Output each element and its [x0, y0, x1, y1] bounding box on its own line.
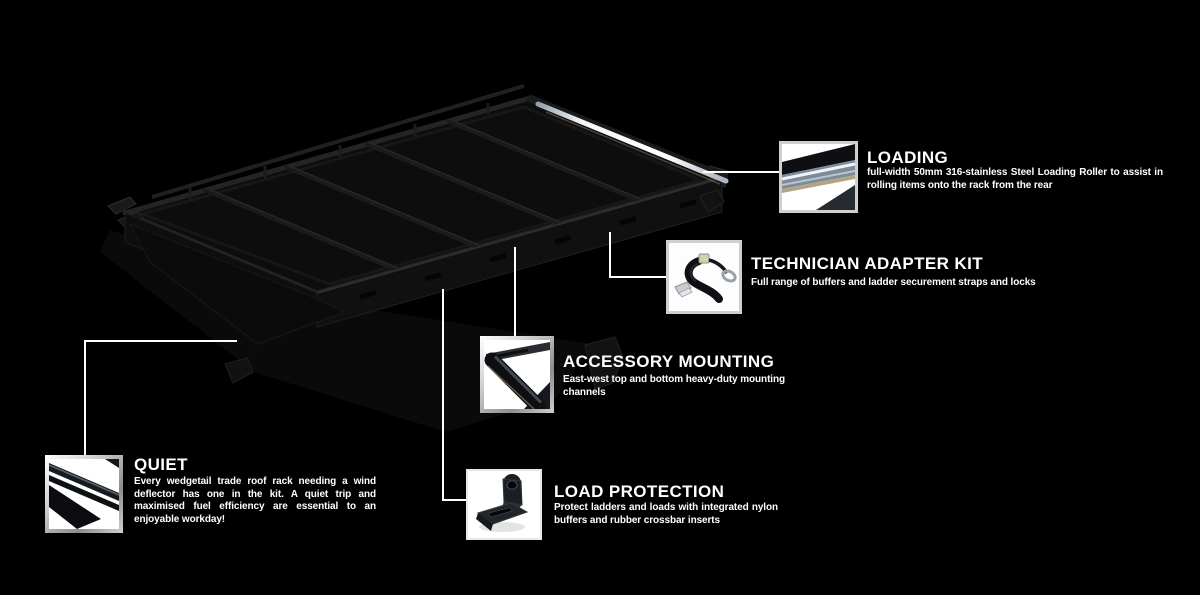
mounting-feet — [224, 189, 725, 390]
feature-title-quiet: QUIET — [134, 455, 188, 474]
feature-description-loading: full-width 50mm 316-stainless Steel Load… — [867, 167, 1163, 191]
technician-adapter-kit-thumbnail — [666, 240, 742, 314]
feature-description-load-protection: Protect ladders and loads with integrate… — [554, 502, 778, 526]
accessory-mounting-thumbnail — [480, 336, 554, 413]
callout-line-load-protection — [442, 289, 466, 501]
callout-line-technician-adapter-kit — [609, 232, 666, 278]
quiet-thumbnail — [45, 455, 123, 533]
feature-description-accessory-mounting: East-west top and bottom heavy-duty moun… — [563, 374, 785, 398]
loading-roller-photo-icon — [782, 144, 855, 210]
nylon-buffer-bracket-icon — [468, 471, 540, 538]
front-rail-and-deflector — [124, 212, 346, 345]
load-protection-thumbnail — [466, 469, 542, 540]
feature-title-load-protection: LOAD PROTECTION — [554, 482, 725, 501]
loading-thumbnail — [779, 141, 858, 213]
rack-crossbars — [203, 118, 644, 273]
wind-deflector-photo-icon — [49, 459, 119, 529]
mounting-channel-photo-icon — [484, 340, 550, 409]
feature-title-accessory-mounting: ACCESSORY MOUNTING — [563, 352, 775, 371]
feature-title-technician-adapter-kit: TECHNICIAN ADAPTER KIT — [751, 254, 983, 273]
callout-line-quiet — [84, 340, 237, 455]
feature-description-technician-adapter-kit: Full range of buffers and ladder securem… — [751, 277, 1036, 288]
feature-description-quiet: Every wedgetail trade roof rack needing … — [134, 476, 376, 525]
strap-and-hook-kit-icon — [669, 243, 739, 311]
loading-roller — [527, 95, 729, 185]
feature-title-loading: LOADING — [867, 148, 949, 167]
